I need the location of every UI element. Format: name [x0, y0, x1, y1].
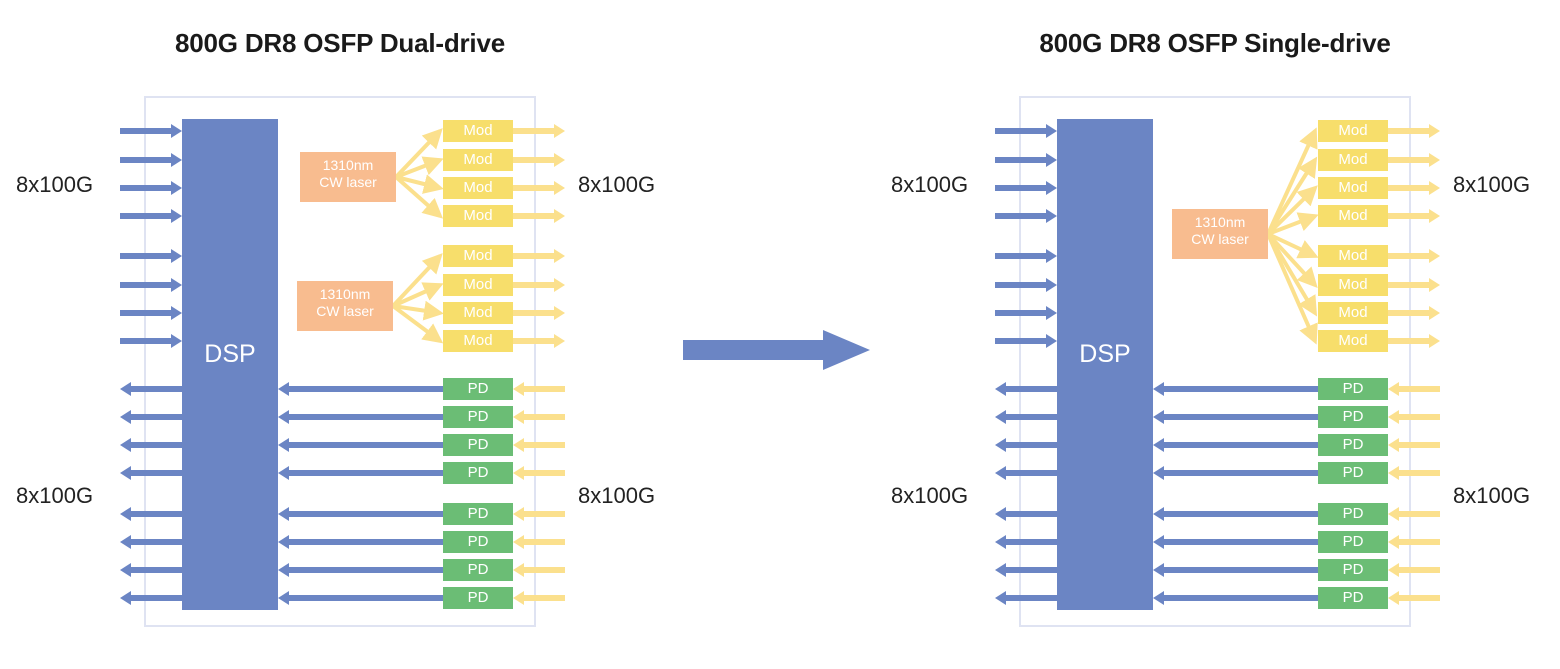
- mod-block-2: Mod: [1318, 149, 1388, 171]
- pd-block-4: PD: [1318, 462, 1388, 484]
- pd-block-3: PD: [1318, 434, 1388, 456]
- mod-block-5: Mod: [1318, 245, 1388, 267]
- mod-block-7: Mod: [1318, 302, 1388, 324]
- mod-block-4: Mod: [1318, 205, 1388, 227]
- pd-block-5: PD: [1318, 503, 1388, 525]
- pd-block-8: PD: [1318, 587, 1388, 609]
- mod-block-6: Mod: [443, 274, 513, 296]
- transition-arrow: [683, 330, 870, 370]
- label-tx-output: 8x100G: [578, 172, 656, 197]
- label-rx-input: 8x100G: [1453, 483, 1531, 508]
- label-tx-input: 8x100G: [16, 172, 94, 197]
- label-rx-input: 8x100G: [578, 483, 656, 508]
- mod-block-3: Mod: [443, 177, 513, 199]
- label-rx-output: 8x100G: [16, 483, 94, 508]
- laser-wavelength: 1310nm: [1194, 214, 1246, 230]
- pd-block-7: PD: [1318, 559, 1388, 581]
- mod-block-6: Mod: [1318, 274, 1388, 296]
- pd-block-2: PD: [443, 406, 513, 428]
- pd-block-5: PD: [443, 503, 513, 525]
- mod-block-3: Mod: [1318, 177, 1388, 199]
- laser-type: CW laser: [316, 303, 374, 319]
- laser-type: CW laser: [319, 174, 377, 190]
- laser-type: CW laser: [1191, 231, 1249, 247]
- pd-block-6: PD: [1318, 531, 1388, 553]
- module-boundary: [1019, 96, 1411, 627]
- transition-arrow-icon: [683, 330, 870, 370]
- dsp-label: DSP: [1079, 340, 1131, 368]
- label-rx-output: 8x100G: [891, 483, 969, 508]
- mod-block-4: Mod: [443, 205, 513, 227]
- dsp-block: [182, 119, 278, 610]
- mod-block-7: Mod: [443, 302, 513, 324]
- pd-block-3: PD: [443, 434, 513, 456]
- panel-single-drive: 800G DR8 OSFP Single-drive DSP 8x100G 8x…: [875, 0, 1555, 669]
- label-tx-input: 8x100G: [891, 172, 969, 197]
- laser-wavelength: 1310nm: [322, 157, 374, 173]
- pd-block-8: PD: [443, 587, 513, 609]
- label-tx-output: 8x100G: [1453, 172, 1531, 197]
- pd-block-6: PD: [443, 531, 513, 553]
- mod-block-1: Mod: [1318, 120, 1388, 142]
- pd-block-1: PD: [1318, 378, 1388, 400]
- laser-wavelength: 1310nm: [319, 286, 371, 302]
- pd-block-7: PD: [443, 559, 513, 581]
- mod-block-8: Mod: [1318, 330, 1388, 352]
- mod-block-5: Mod: [443, 245, 513, 267]
- dsp-label: DSP: [204, 340, 256, 368]
- mod-block-2: Mod: [443, 149, 513, 171]
- pd-block-1: PD: [443, 378, 513, 400]
- pd-block-4: PD: [443, 462, 513, 484]
- dsp-block: [1057, 119, 1153, 610]
- pd-block-2: PD: [1318, 406, 1388, 428]
- panel-title-dual-drive: 800G DR8 OSFP Dual-drive: [175, 28, 505, 58]
- panel-title-single-drive: 800G DR8 OSFP Single-drive: [1039, 28, 1391, 58]
- mod-block-8: Mod: [443, 330, 513, 352]
- panel-dual-drive: 800G DR8 OSFP Dual-drive DSP 8x100G 8x10…: [0, 0, 680, 669]
- module-boundary: [144, 96, 536, 627]
- mod-block-1: Mod: [443, 120, 513, 142]
